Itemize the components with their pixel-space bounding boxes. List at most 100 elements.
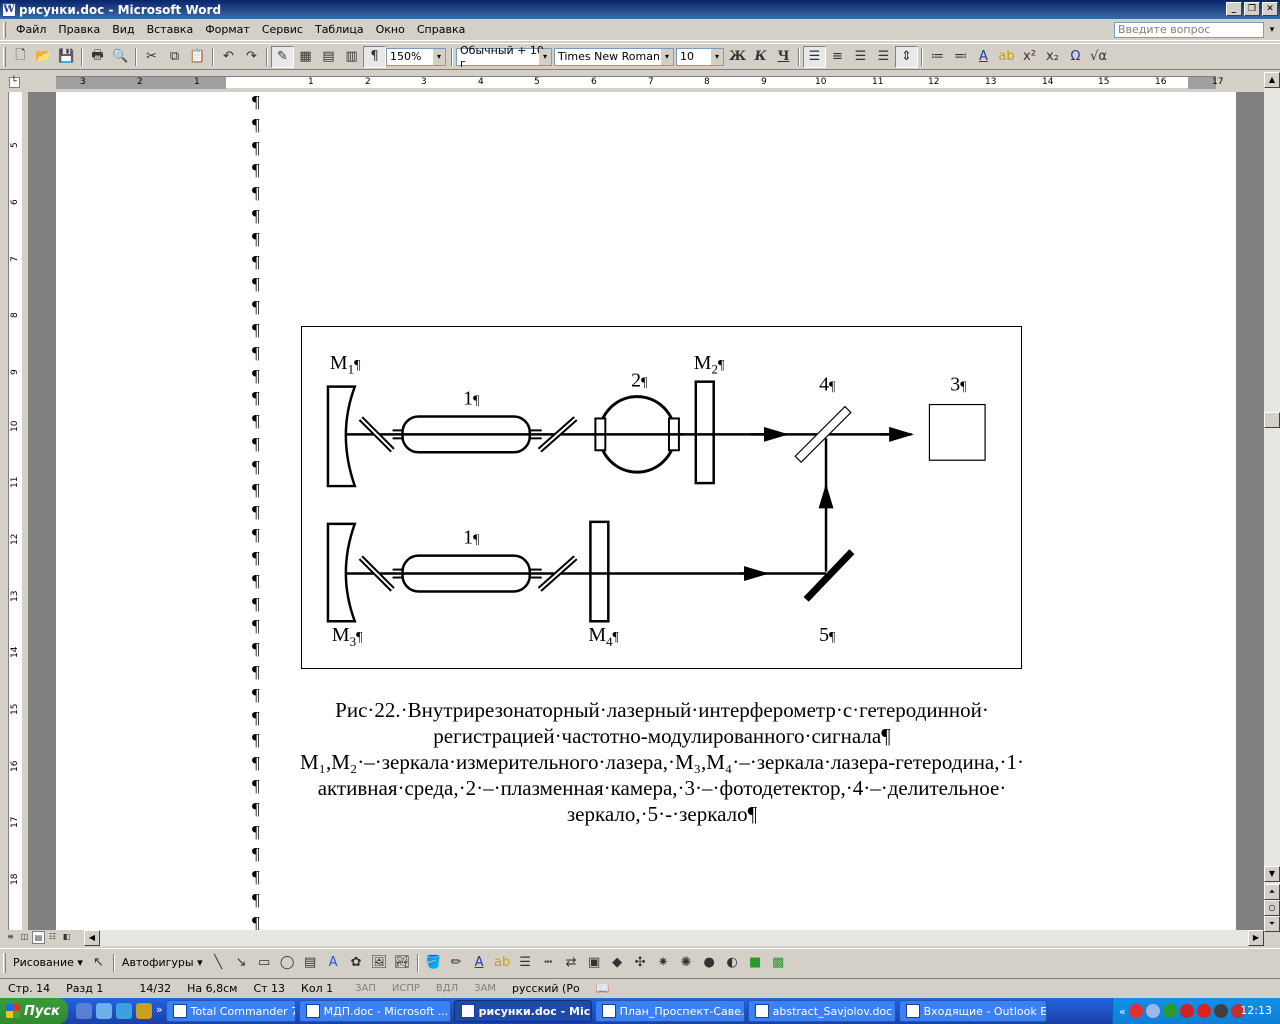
shadow-style-icon[interactable]: ▣ [587,955,601,970]
zoom-dropdown-icon[interactable]: ▾ [433,48,445,65]
justify-icon[interactable]: ☰ [877,49,890,64]
scroll-down-icon[interactable]: ▼ [1264,866,1280,882]
web-view-icon[interactable]: ◫ [20,932,29,941]
scroll-thumb[interactable] [1264,412,1280,428]
font-color-icon[interactable]: A [979,49,988,64]
style-dropdown-icon[interactable]: ▾ [539,48,551,65]
task-outlook-inbox[interactable]: Входящие - Outlook E... [898,1000,1047,1022]
paste-icon[interactable]: 📋 [189,49,206,64]
autoshapes-menu-button[interactable]: Автофигуры ▾ [121,956,203,969]
drawbar-grip[interactable] [3,952,6,973]
3d-style-icon[interactable]: ◆ [612,955,623,970]
tray-icon[interactable] [1162,1004,1177,1018]
columns-icon[interactable]: ▥ [345,49,358,64]
textbox-icon[interactable]: ▤ [303,955,317,970]
new-document-icon[interactable]: 🗋 [15,47,26,63]
tab-selector[interactable]: └ [0,72,28,92]
browse-object-icon[interactable]: ○ [1264,900,1280,916]
italic-button[interactable]: К [754,49,767,64]
tab-left-icon[interactable]: └ [8,76,20,88]
align-right-icon[interactable]: ☰ [854,49,867,64]
scroll-up-icon[interactable]: ▲ [1264,72,1280,88]
clipart-icon[interactable]: 🖼 [370,955,388,970]
horizontal-scrollbar[interactable]: ◀ ▶ [84,930,1264,946]
horizontal-ruler[interactable]: 3 2 1 1 2 3 4 5 6 7 8 9 10 11 12 13 14 1… [28,72,1264,92]
ask-dropdown-icon[interactable]: ▾ [1269,25,1275,35]
font-select[interactable]: Times New Roman▾ [554,47,674,66]
status-section[interactable]: Разд 1 [66,982,104,995]
word-app-icon[interactable]: W [2,2,16,17]
zoom-select[interactable]: 150%▾ [386,47,446,66]
equation-icon[interactable]: √α [1090,49,1107,64]
rectangle-tool-icon[interactable]: ▭ [257,955,271,970]
line-spacing-icon[interactable]: ⇕ [895,45,918,68]
fill-color-icon[interactable]: 🪣 [425,955,442,970]
clock[interactable]: 12:13 [1240,1004,1272,1017]
line-tool-icon[interactable]: ╲ [214,955,223,970]
sphere-light-icon[interactable]: ◐ [726,955,738,970]
dash-style-icon[interactable]: ┅ [544,955,553,970]
task-risunki-doc[interactable]: рисунки.doc - Micro... [453,1000,592,1022]
menu-format[interactable]: Формат [205,23,250,36]
line-style-icon[interactable]: ☰ [519,955,531,970]
menu-table[interactable]: Таблица [314,23,364,36]
green-box-icon[interactable]: ■ [748,955,762,970]
status-extend[interactable]: ВДЛ [435,983,459,994]
tray-icon[interactable] [1179,1004,1194,1018]
draw-highlight-icon[interactable]: ab [494,955,511,970]
outline-view-icon[interactable]: ☷ [48,932,57,941]
status-pages[interactable]: 14/32 [139,982,172,995]
menu-insert[interactable]: Вставка [146,23,194,36]
cut-icon[interactable]: ✂ [146,49,157,64]
superscript-icon[interactable]: x² [1023,49,1036,64]
draw-font-color-icon[interactable]: A [474,955,484,970]
bullets-icon[interactable]: ≕ [954,49,967,64]
scroll-left-icon[interactable]: ◀ [84,930,100,946]
ask-question-input[interactable]: Введите вопрос [1114,22,1264,38]
internet-explorer-icon[interactable] [115,1003,132,1019]
status-track-changes[interactable]: ИСПР [391,983,420,994]
print-preview-icon[interactable]: 🔍 [112,49,129,64]
toolbar-grip[interactable] [3,46,6,67]
numbering-icon[interactable]: ≔ [931,49,944,64]
quick-launch-icon[interactable] [75,1003,92,1019]
green-cube-icon[interactable]: ▩ [771,955,785,970]
menu-view[interactable]: Вид [112,23,135,36]
font-size-select[interactable]: 10▾ [676,47,724,66]
task-total-commander[interactable]: Total Commander 7.01... [165,1000,296,1022]
tables-borders-icon[interactable]: ▤ [322,49,335,64]
normal-view-icon[interactable]: ≡ [7,932,14,941]
quick-launch-icon[interactable] [135,1003,152,1019]
insert-table-icon[interactable]: ▦ [299,49,312,64]
align-center-icon[interactable]: ≡ [832,49,843,64]
redo-icon[interactable]: ↷ [246,49,257,64]
omega-symbol-icon[interactable]: Ω [1070,49,1081,64]
sparkle-icon[interactable]: ✷ [657,955,669,970]
previous-page-icon[interactable]: ⏶ [1264,884,1280,900]
rotate-icon[interactable]: ✣ [634,955,646,970]
close-icon[interactable]: ✕ [1262,2,1278,16]
tray-icon[interactable] [1128,1004,1143,1018]
insert-picture-icon[interactable]: 🏞 [393,955,411,970]
oval-tool-icon[interactable]: ◯ [279,955,295,970]
menu-window[interactable]: Окно [375,23,405,36]
style-select[interactable]: Обычный + 10 г▾ [456,44,552,70]
task-abstract-savjolov[interactable]: abstract_Savjolov.doc ... [747,1000,896,1022]
drawing-toggle-icon[interactable]: ✎ [271,45,294,68]
restore-icon[interactable]: ❐ [1244,2,1260,16]
task-plan-prospekt[interactable]: План_Проспект-Саве... [594,1000,745,1022]
minimize-icon[interactable]: _ [1226,2,1242,16]
scroll-right-icon[interactable]: ▶ [1248,930,1264,946]
quick-launch-more-icon[interactable]: » [155,1003,163,1016]
arrow-style-icon[interactable]: ⇄ [565,955,577,970]
menu-grip[interactable] [3,21,6,38]
tray-icon[interactable] [1145,1004,1160,1018]
font-dropdown-icon[interactable]: ▾ [661,48,673,65]
status-page[interactable]: Стр. 14 [8,982,51,995]
wordart-icon[interactable]: A [328,955,338,970]
laser-interferometer-figure[interactable]: M1¶ M2¶ M3¶ M4¶ 1¶ 1¶ 2¶ 3¶ 4¶ 5¶ [301,326,1022,669]
menu-edit[interactable]: Правка [58,23,101,36]
tray-expand-icon[interactable]: « [1119,1004,1126,1018]
font-size-dropdown-icon[interactable]: ▾ [711,48,723,65]
spelling-status-icon[interactable]: 📖 [595,982,610,995]
